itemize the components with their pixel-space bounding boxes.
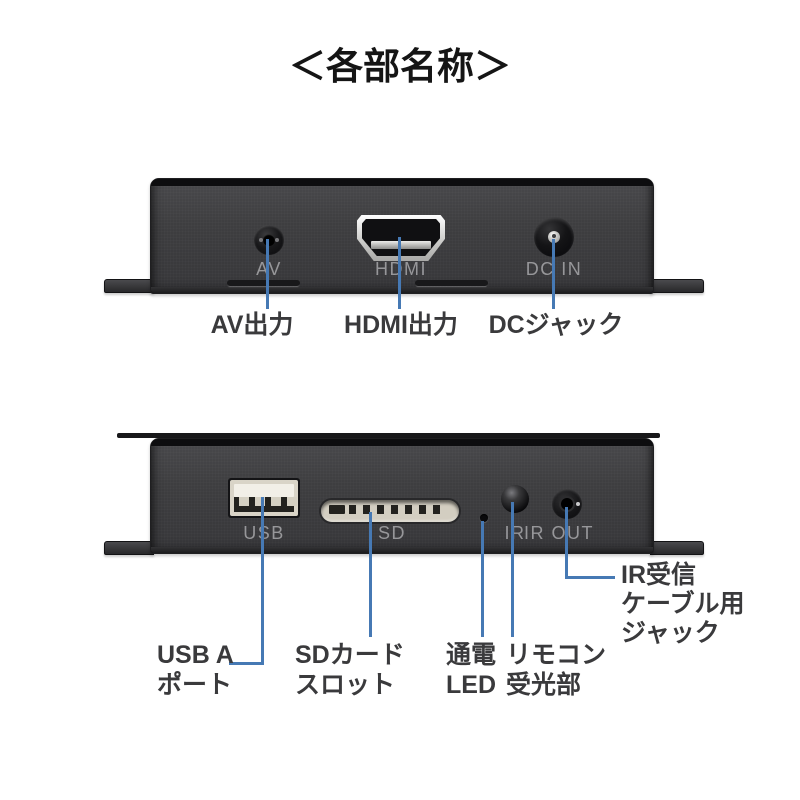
front-top-rear-lip [117,433,660,438]
rear-bottom-edge [151,287,653,293]
hdmi-port [357,215,445,261]
callout-line-ir [511,502,514,637]
front-top-edge [151,439,653,446]
device-front-panel: USB SD IR IR OUT [150,438,654,554]
front-mount-flange-left [104,541,154,555]
panel-label-av: AV [256,259,282,279]
callout-line-led [481,521,484,637]
sd-slot-contacts [349,505,445,514]
callout-power-led: 通電 LED [446,641,497,699]
callout-line-ir-out-v [565,507,568,579]
foot-slot [227,280,300,286]
callout-usb-a-port: USB A ポート [157,641,234,699]
callout-line-hdmi [398,237,401,309]
page-title: ＜各部名称＞ [289,46,511,87]
hdmi-port-cavity [362,219,440,256]
power-led [480,514,488,522]
dc-in-pin [548,231,560,243]
foot-slot [415,280,488,286]
front-mount-flange-right [650,541,704,555]
callout-line-dc [552,239,555,309]
usb-connector-shell [230,480,298,516]
rear-mount-flange-right [650,279,704,293]
hdmi-port-tongue [371,241,431,249]
usb-cavity [234,497,297,512]
callout-line-av [266,239,269,309]
usb-tongue [234,484,294,497]
callout-av-output: AV出力 [210,311,294,339]
panel-label-sd: SD [377,523,407,543]
panel-label-hdmi: HDMI [375,259,427,279]
rear-mount-flange-left [104,279,154,293]
sd-slot-notch [329,505,345,514]
callout-sd-card-slot: SDカード スロット [295,641,405,699]
callout-dc-jack: DCジャック [488,311,624,339]
usb-a-port [228,478,300,518]
panel-label-ir: IR [504,523,526,543]
callout-ir-cable-jack: IR受信 ケーブル用 ジャック [621,561,745,647]
av-jack [254,225,284,255]
callout-line-sd [369,512,372,637]
callout-line-usb-h [229,662,264,665]
usb-pin [271,497,281,506]
rear-top-edge [151,179,653,186]
usb-pin [255,497,265,506]
panel-label-usb: USB [243,523,285,543]
callout-line-usb-v [261,497,264,665]
callout-line-ir-out-h [565,576,615,579]
ir-out-jack-hole [561,498,573,510]
panel-label-ir-out: IR OUT [524,523,594,543]
callout-remote-receiver: リモコン 受光部 [506,641,607,699]
sd-card-slot [321,500,459,522]
device-rear-panel: AV HDMI DC IN [150,178,654,294]
usb-pin [239,497,249,506]
usb-pin [287,497,297,506]
av-jack-hole [263,234,275,246]
ir-receiver [501,485,529,513]
callout-hdmi-output: HDMI出力 [344,311,458,339]
front-bottom-edge [151,547,653,553]
